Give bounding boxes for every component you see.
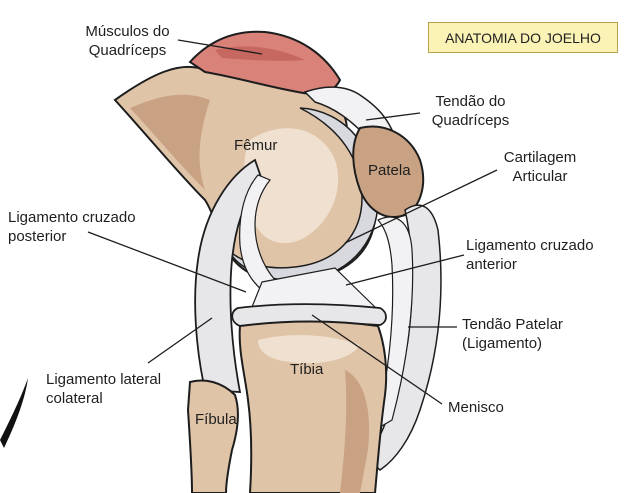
edge-stroke	[0, 378, 28, 448]
label-tendao-patelar: Tendão Patelar (Ligamento)	[462, 315, 563, 353]
label-tibia: Tíbia	[290, 360, 323, 379]
fibula-bone	[188, 381, 238, 493]
label-fibula: Fíbula	[195, 410, 237, 429]
label-ligamento-cruzado-posterior: Ligamento cruzado posterior	[8, 208, 136, 246]
label-menisco: Menisco	[448, 398, 504, 417]
label-patela: Patela	[368, 161, 411, 180]
femur-shade	[130, 95, 210, 190]
label-musculos-quadriceps: Músculos do Quadríceps	[70, 22, 185, 60]
label-cartilagem-articular: Cartilagem Articular	[490, 148, 590, 186]
label-femur: Fêmur	[234, 136, 277, 155]
label-ligamento-cruzado-anterior: Ligamento cruzado anterior	[466, 236, 594, 274]
diagram-title: ANATOMIA DO JOELHO	[428, 22, 618, 53]
label-tendao-quadriceps: Tendão do Quadríceps	[418, 92, 523, 130]
label-ligamento-lateral-colateral: Ligamento lateral colateral	[46, 370, 161, 408]
